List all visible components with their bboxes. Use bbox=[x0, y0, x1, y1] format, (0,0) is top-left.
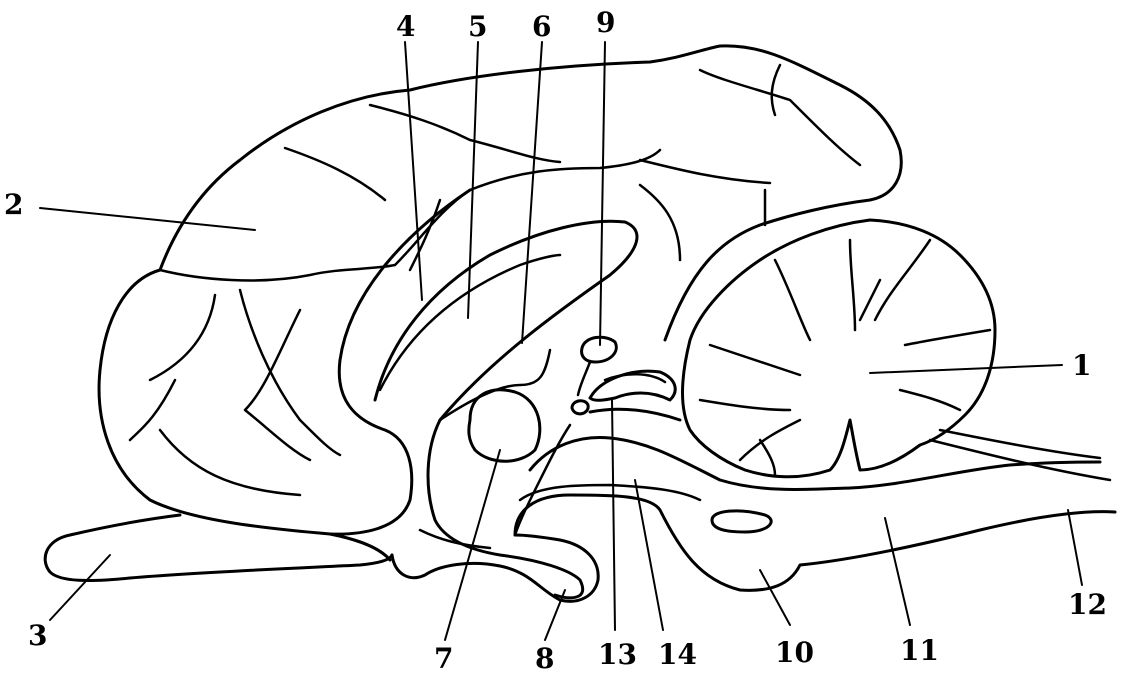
label-5: 5 bbox=[468, 10, 487, 43]
label-7: 7 bbox=[434, 642, 453, 675]
cingulate-arc bbox=[328, 188, 472, 536]
sulcus-c bbox=[638, 158, 772, 185]
frontal-sulcus-5 bbox=[238, 288, 342, 457]
cerebellum-folium-4 bbox=[903, 328, 992, 347]
leader-9 bbox=[599, 41, 606, 346]
leader-10 bbox=[759, 569, 791, 626]
leader-3 bbox=[49, 554, 111, 621]
pontine-oval bbox=[710, 509, 773, 534]
cerebellum-1 bbox=[681, 218, 997, 479]
leader-8 bbox=[544, 589, 566, 641]
leader-13 bbox=[611, 399, 616, 631]
cerebellum-folium-2 bbox=[773, 258, 812, 342]
label-10: 10 bbox=[775, 636, 814, 669]
spinal-cord-upper bbox=[938, 428, 1102, 460]
brainstem-lower-edge bbox=[513, 493, 1117, 592]
frontal-sulcus-4 bbox=[158, 428, 302, 497]
thalamus-7 bbox=[467, 388, 542, 463]
midbrain-floor bbox=[588, 407, 682, 422]
label-4: 4 bbox=[396, 10, 415, 43]
corpus-callosum-inner bbox=[378, 253, 562, 392]
sulcus-h bbox=[408, 198, 442, 272]
cerebellum-folium-10 bbox=[758, 438, 777, 477]
leader-14 bbox=[634, 479, 664, 631]
cerebellum-folium-5 bbox=[898, 388, 962, 412]
sulcus-d bbox=[698, 68, 862, 167]
brainstem-upper-edge bbox=[528, 435, 1102, 491]
habenula-circle bbox=[570, 399, 590, 416]
brainstem bbox=[513, 428, 1117, 592]
olfactory-bulb-3 bbox=[43, 513, 394, 582]
sulcus-e bbox=[770, 63, 782, 117]
label-3: 3 bbox=[28, 619, 47, 652]
sulcus-f bbox=[638, 183, 682, 262]
label-8: 8 bbox=[535, 642, 554, 675]
frontal-sulcus-1 bbox=[148, 293, 217, 382]
pineal-stalk bbox=[576, 360, 592, 397]
leader-12 bbox=[1067, 509, 1083, 586]
cerebellum-folium-7 bbox=[698, 398, 792, 412]
corpus-callosum-region bbox=[328, 188, 639, 536]
cerebrum bbox=[97, 44, 903, 562]
sulcus-a bbox=[283, 146, 387, 202]
leader-7 bbox=[444, 449, 501, 641]
leader-5 bbox=[467, 41, 479, 319]
leader-1 bbox=[869, 364, 1063, 374]
label-13: 13 bbox=[598, 638, 637, 671]
third-ventricle-wall bbox=[426, 418, 584, 600]
frontal-sulcus-3 bbox=[128, 378, 177, 442]
cerebrum-outline-anterior bbox=[97, 268, 392, 562]
spinal-cord-mid bbox=[928, 438, 1112, 482]
label-2: 2 bbox=[4, 188, 23, 221]
cerebellum-folium-6 bbox=[708, 343, 802, 377]
leader-lines bbox=[39, 41, 1083, 641]
cerebellum-folium-3 bbox=[873, 238, 932, 322]
labels: 1 2 3 4 5 6 9 7 8 13 14 10 11 12 bbox=[4, 6, 1107, 675]
colliculi bbox=[588, 369, 677, 402]
fornix bbox=[438, 348, 552, 422]
leader-11 bbox=[884, 517, 911, 626]
hypothalamus-base bbox=[390, 533, 600, 603]
pineal-body-9 bbox=[580, 335, 618, 364]
leader-6 bbox=[521, 41, 543, 344]
diencephalon bbox=[426, 335, 682, 600]
superior-gyrus-line bbox=[158, 148, 662, 282]
brainstem-mid-curve bbox=[518, 483, 702, 502]
label-6: 6 bbox=[532, 10, 551, 43]
optic-chiasm bbox=[418, 528, 492, 550]
leader-2 bbox=[39, 207, 256, 231]
cerebellum-folium-1 bbox=[848, 238, 857, 332]
cerebrum-outline bbox=[158, 44, 903, 342]
cerebellum-folium-9 bbox=[858, 278, 882, 322]
label-14: 14 bbox=[658, 638, 697, 671]
aqueduct-line bbox=[513, 423, 572, 537]
label-11: 11 bbox=[900, 634, 939, 667]
label-1: 1 bbox=[1072, 349, 1091, 382]
corpus-callosum-upper bbox=[373, 219, 639, 422]
colliculi-inner bbox=[603, 373, 667, 384]
cerebellum-folium-8 bbox=[738, 418, 802, 462]
frontal-sulcus-2 bbox=[243, 308, 312, 462]
cerebellum-outline bbox=[681, 218, 997, 479]
label-12: 12 bbox=[1068, 588, 1107, 621]
label-9: 9 bbox=[596, 6, 615, 39]
sulcus-b bbox=[368, 103, 562, 164]
leader-4 bbox=[404, 41, 423, 301]
